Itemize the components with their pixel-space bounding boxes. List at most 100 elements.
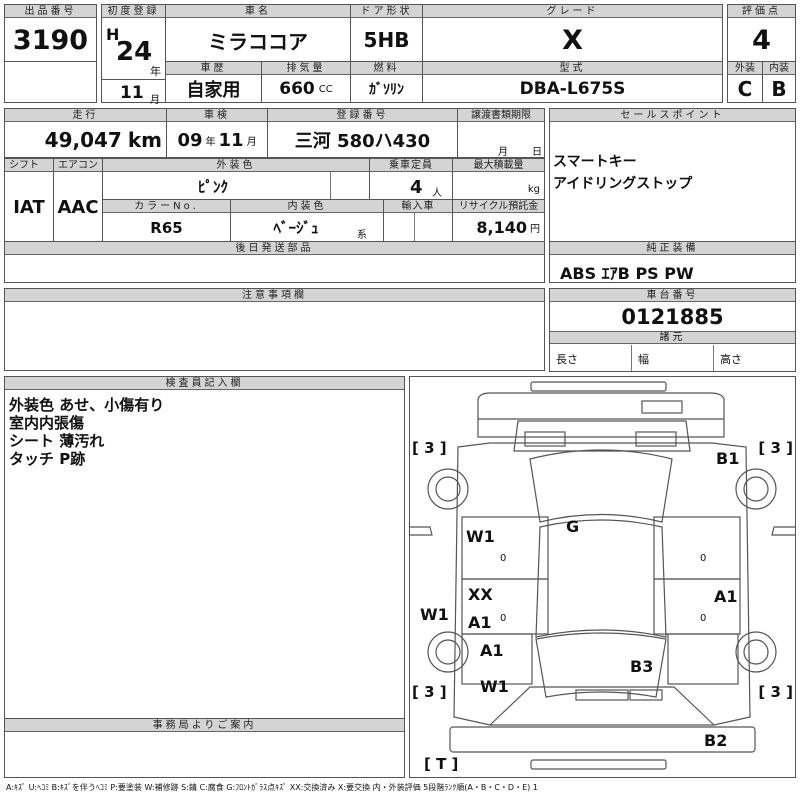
bracket-bottom-right: [ 3 ] <box>758 683 793 701</box>
score-value: 4 <box>752 24 771 56</box>
lot-number-label: 出品番号 <box>5 5 96 18</box>
history-label: 車歴 <box>166 62 261 75</box>
width-label: 幅 <box>632 345 714 371</box>
first-registration-cell: 初度登録 H 24 年 11 月 <box>101 4 166 106</box>
mark-xx: XX <box>468 585 493 604</box>
inspector-note-1: 外装色 あせ、小傷有り <box>9 396 165 414</box>
mark-a1-rear: A1 <box>480 641 504 660</box>
equipment-value: ABS ｴｱB PS PW <box>560 264 694 283</box>
transfer-deadline-label: 譲渡書類期限 <box>458 109 544 122</box>
inspection-month: 11 <box>218 129 244 151</box>
legend: A:ｷｽﾞ U:ﾍｺﾐ B:ｷｽﾞを伴うﾍｺﾐ P:要塗装 W:補修跡 S:錆 … <box>6 783 538 792</box>
lot-number-cell: 出品番号 3190 <box>4 4 97 62</box>
grade-cell: グレード X <box>422 4 723 62</box>
month-unit: 月 <box>150 95 160 106</box>
sales-point-label: セールスポイント <box>550 109 795 122</box>
specs-label: 諸元 <box>550 331 795 344</box>
inspector-note-3: シート 薄汚れ <box>9 432 105 450</box>
interior-score: B <box>771 77 787 101</box>
capacity-value: 4 <box>410 177 423 198</box>
ac-label: エアコン <box>54 159 102 172</box>
exterior-color-cell: 外装色 ﾋﾟﾝｸ <box>102 158 370 200</box>
office-notice-cell: 事務局よりご案内 <box>4 718 405 778</box>
height-label: 高さ <box>720 353 742 366</box>
bracket-top-left: [ 3 ] <box>412 439 447 457</box>
interior-color-label: 内装色 <box>231 200 383 213</box>
registration-year: 24 <box>116 37 153 67</box>
exterior-score-cell: 外装 C <box>727 61 763 103</box>
model-label: 型式 <box>423 62 722 75</box>
mark-zero-right-2: 0 <box>700 613 707 624</box>
mark-w1-side: W1 <box>420 605 449 624</box>
sales-point-1: スマートキー <box>553 154 637 170</box>
import-cell: 輸入車 <box>383 199 453 242</box>
chassis-label: 車台番号 <box>550 289 795 302</box>
car-outline-drawing <box>410 381 795 770</box>
inspection-year-unit: 年 <box>205 136 216 148</box>
transfer-month: 月 <box>498 147 508 158</box>
fuel-cell: 燃料 ｶﾞｿﾘﾝ <box>350 61 423 103</box>
mark-b1: B1 <box>716 449 740 468</box>
year-unit: 年 <box>150 65 161 78</box>
bracket-bottom-left: [ 3 ] <box>412 683 447 701</box>
color-number-value: R65 <box>150 218 183 237</box>
interior-score-cell: 内装 B <box>762 61 796 103</box>
car-name: ミラココア <box>208 29 308 54</box>
lot-number: 3190 <box>12 24 89 56</box>
inspection-label: 車検 <box>167 109 267 122</box>
caution-label: 注意事項欄 <box>5 289 544 302</box>
bracket-tail: [ T ] <box>424 755 459 773</box>
recycle-cell: リサイクル預託金 8,140 円 <box>452 199 545 242</box>
history-value: 自家用 <box>186 80 241 101</box>
inspection-cell: 車検 09 年 11 月 <box>166 108 268 158</box>
max-load-unit: kg <box>527 184 540 195</box>
office-notice-label: 事務局よりご案内 <box>5 719 404 732</box>
mark-a1-door: A1 <box>468 613 492 632</box>
chassis-value: 0121885 <box>621 305 724 329</box>
registration-month: 11 <box>120 83 144 103</box>
caution-cell: 注意事項欄 <box>4 288 545 371</box>
exterior-label: 外装 <box>728 62 762 75</box>
bracket-top-right: [ 3 ] <box>758 439 793 457</box>
door-value: 5HB <box>363 28 410 52</box>
interior-color-value: ﾍﾞｰｼﾞｭ <box>273 219 319 237</box>
capacity-label: 乗車定員 <box>370 159 452 172</box>
later-parts-cell: 後日発送部品 <box>4 241 545 283</box>
color-number-cell: カラーNo. R65 <box>102 199 231 242</box>
exterior-color-value: ﾋﾟﾝｸ <box>197 177 228 196</box>
plate-cell: 登録番号 三河 580ハ430 <box>267 108 458 158</box>
displacement-cell: 排気量 660 CC <box>261 61 351 103</box>
inspector-notes-label: 検査員記入欄 <box>5 377 404 390</box>
model-cell: 型式 DBA-L675S <box>422 61 723 103</box>
mark-zero-right-1: 0 <box>700 553 707 564</box>
score-cell: 評価点 4 <box>727 4 796 62</box>
interior-color-cell: 内装色 ﾍﾞｰｼﾞｭ 系 <box>230 199 384 242</box>
mileage-unit: km <box>127 128 162 152</box>
door-label: ドア形状 <box>351 5 422 18</box>
mark-w1-door: W1 <box>466 527 495 546</box>
fuel-label: 燃料 <box>351 62 422 75</box>
displacement-value: 660 <box>279 79 315 99</box>
later-parts-label: 後日発送部品 <box>5 242 544 255</box>
interior-label: 内装 <box>763 62 795 75</box>
first-registration-label: 初度登録 <box>102 5 165 18</box>
score-label: 評価点 <box>728 5 795 18</box>
exterior-score: C <box>737 77 753 101</box>
shift-cell: シフト IAT <box>4 158 54 242</box>
grade-value: X <box>562 24 583 56</box>
shift-value: IAT <box>13 196 45 218</box>
car-name-cell: 車名 ミラココア <box>165 4 351 62</box>
shift-label: シフト <box>5 159 53 172</box>
car-name-label: 車名 <box>166 5 350 18</box>
inspection-month-unit: 月 <box>246 136 257 148</box>
chassis-cell: 車台番号 0121885 諸元 長さ 幅 高さ <box>549 288 796 372</box>
model-value: DBA-L675S <box>519 79 626 99</box>
equipment-label: 純正装備 <box>550 242 795 255</box>
sales-point-cell: セールスポイント スマートキー アイドリングストップ <box>549 108 796 255</box>
recycle-unit: 円 <box>530 224 540 235</box>
inspection-year: 09 <box>177 129 203 151</box>
mark-w1-rear: W1 <box>480 677 509 696</box>
era: H <box>106 25 120 44</box>
inspector-note-4: タッチ P跡 <box>9 450 86 468</box>
plate-value: 三河 580ハ430 <box>294 131 431 152</box>
